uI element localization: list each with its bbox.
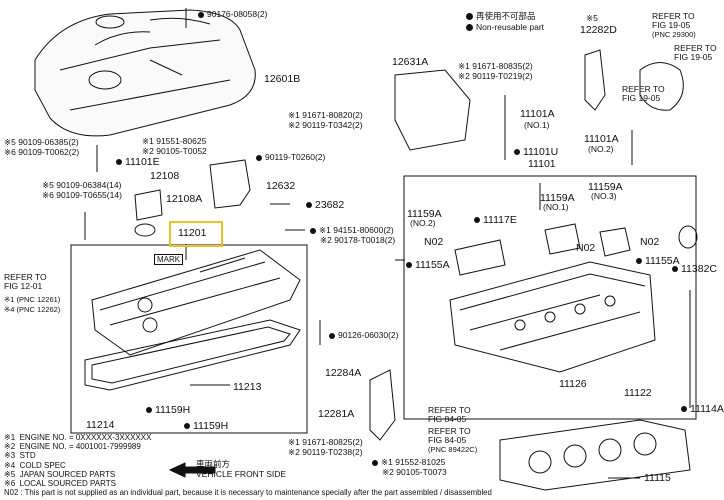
ref-12-01-pnc2: ※4 (PNC 12262): [4, 305, 61, 314]
label-90119-t0238: ※2 90119-T0238(2): [288, 447, 363, 457]
label-12601b: 12601B: [264, 73, 301, 85]
head-cover-gasket-drawing: [84, 319, 301, 391]
label-11101a-2: 11101A: [584, 133, 619, 145]
label-n02-b: N02: [576, 242, 596, 254]
label-11159a-left-no: (NO.2): [410, 218, 436, 228]
label-90119-t0219: ※2 90119-T0219(2): [458, 71, 533, 81]
label-90119-t0260: 90119-T0260(2): [256, 153, 325, 162]
label-n02-c: N02: [640, 236, 660, 248]
label-12631a: 12631A: [392, 56, 429, 68]
label-11101e: 11101E: [116, 156, 160, 168]
label-90105-t0052: ※2 90105-T0052: [142, 146, 207, 156]
engine-cover-drawing: [34, 9, 256, 137]
label-91671-80825: ※1 91671-80825(2): [288, 437, 363, 447]
bracket-drawing: [394, 69, 471, 151]
label-11155a-a: 11155A: [406, 259, 450, 271]
label-11159a-left: 11159A: [407, 208, 442, 220]
cylinder-head-frame: [403, 175, 697, 420]
ref-84-05-a: REFER TO FIG 84-05: [428, 405, 471, 424]
engine-code-legend: ※1 ENGINE NO. = 0XXXXXX-3XXXXXX ※2 ENGIN…: [4, 433, 152, 489]
label-11213: 11213: [233, 381, 262, 393]
seal-ring-drawing: [678, 225, 698, 249]
label-11201: 11201: [178, 227, 207, 239]
label-23682: 23682: [306, 199, 344, 211]
vacuum-pump-drawing: [639, 62, 684, 111]
label-11115: 11115: [644, 472, 671, 484]
head-cover-drawing: [91, 249, 301, 356]
legend-en: Non-reusable part: [466, 23, 544, 32]
label-12108: 12108: [150, 170, 180, 182]
cylinder-head-drawing: [449, 261, 656, 373]
label-12632: 12632: [266, 180, 296, 192]
ref-12-01: REFER TO FIG 12-01: [4, 272, 47, 291]
label-90109-t0655: ※6 90109-T0655(14): [42, 190, 122, 200]
label-90178: ※2 90178-T0018(2): [320, 235, 396, 245]
ref-19-05-c: REFER TO FIG 19-05: [622, 84, 665, 103]
label-11159a-right-no: (NO.3): [591, 191, 617, 201]
footnote-n02: N02 : This part is not supplied as an in…: [4, 488, 492, 497]
label-90126: 90126-06030(2): [329, 331, 399, 340]
label-90176: 90176-08058(2): [198, 10, 268, 19]
label-11159a-right: 11159A: [588, 181, 623, 193]
label-12108a: 12108A: [166, 193, 203, 205]
label-11214: 11214: [86, 419, 115, 431]
label-11117e: 11117E: [474, 214, 517, 226]
holder-drawing: [209, 159, 251, 209]
label-11101a-1: 11101A: [520, 108, 555, 120]
label-12282d: 12282D: [580, 24, 617, 36]
label-90105-t0073: ※2 90105-T0073: [382, 467, 447, 477]
label-11159a-mid: 11159A: [540, 192, 575, 204]
label-12284a: 12284A: [325, 367, 362, 379]
label-91551-80625: ※1 91551-80625: [142, 136, 207, 146]
label-91552: ※1 91552-81025: [372, 458, 445, 467]
label-90109-06384: ※5 90109-06384(14): [42, 180, 122, 190]
hook-drawing: [584, 49, 606, 111]
label-11101: 11101: [528, 158, 556, 170]
front-label-jp: 車両前方: [196, 459, 231, 469]
label-90109-t0062: ※6 90109-T0062(2): [4, 147, 80, 157]
ref-84-05-b: REFER TO FIG 84-05 (PNC 89422C): [428, 426, 478, 455]
label-11159a-mid-no: (NO.1): [543, 202, 569, 212]
label-11101a-1-no: (NO.1): [524, 120, 550, 130]
label-91671-80835: ※1 91671-80835(2): [458, 61, 533, 71]
ref-12-01-pnc1: ※1 (PNC 12261): [4, 295, 61, 304]
label-12281a: 12281A: [318, 408, 355, 420]
front-arrow-icon: [168, 462, 216, 478]
label-11122: 11122: [624, 387, 652, 399]
label-90109-06385: ※5 90109-06385(2): [4, 137, 79, 147]
label-90119-t0342: ※2 90119-T0342(2): [288, 120, 363, 130]
label-11101a-2-no: (NO.2): [588, 144, 614, 154]
legend-jp: 再使用不可部品: [466, 12, 536, 21]
head-gasket-drawing: [499, 419, 691, 491]
legend-dot-icon: [466, 24, 473, 32]
highlight-box: [169, 221, 223, 247]
label-11155a-b: 11155A: [636, 255, 680, 267]
label-94151: ※1 94151-80600(2): [310, 226, 394, 235]
legend-dot-icon: [466, 13, 473, 21]
mark-label: MARK: [154, 254, 184, 265]
ref-19-05-b: REFER TO FIG 19-05: [674, 43, 717, 62]
label-11126: 11126: [559, 378, 587, 390]
front-label-en: VEHICLE FRONT SIDE: [196, 469, 287, 479]
label-11101u: 11101U: [514, 146, 558, 158]
label-n02-a: N02: [424, 236, 444, 248]
label-11159h-b: 11159H: [184, 420, 228, 432]
hanger-drawing: [369, 369, 396, 441]
label-11382c: 11382C: [672, 263, 717, 275]
label-91671-80820: ※1 91671-80820(2): [288, 110, 363, 120]
oil-cap-drawing: [134, 189, 163, 221]
label-11159h-a: 11159H: [146, 404, 190, 416]
label-11114a: 11114A: [681, 403, 724, 415]
ref-19-05-pnc: REFER TO FIG 19-05 (PNC 29300): [652, 11, 696, 40]
label-12282d-code: ※5: [586, 13, 598, 23]
